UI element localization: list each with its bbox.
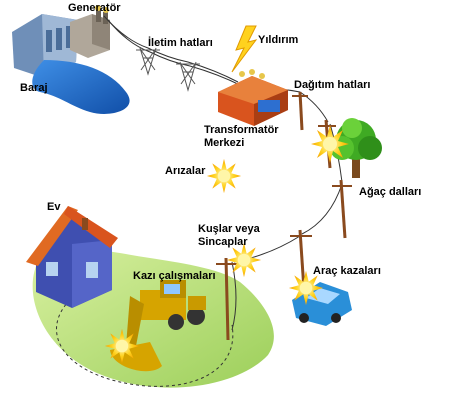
label-dam: Baraj xyxy=(20,82,48,94)
lightning-icon xyxy=(231,25,258,73)
car-icon xyxy=(292,282,352,326)
label-birds-squirrels-line2: Sincaplar xyxy=(198,236,248,248)
label-distribution-lines: Dağıtım hatları xyxy=(294,79,371,91)
power-plant-icon xyxy=(70,5,110,58)
substation-icon xyxy=(218,69,288,126)
label-birds-squirrels: Kuşlar veya Sincaplar xyxy=(198,223,260,249)
label-birds-squirrels-line1: Kuşlar veya xyxy=(198,223,260,235)
label-transformer-center: Transformatör Merkezi xyxy=(204,124,279,150)
label-lightning: Yıldırım xyxy=(258,34,299,46)
label-tree-branches: Ağaç dalları xyxy=(359,186,422,198)
house-icon xyxy=(26,206,118,308)
label-transmission-lines: İletim hatları xyxy=(148,37,213,49)
label-vehicle-accidents: Araç kazaları xyxy=(313,265,381,277)
tree-icon xyxy=(330,118,382,178)
label-transformer-center-line1: Transformatör xyxy=(204,124,279,136)
label-faults: Arızalar xyxy=(165,165,206,177)
label-excavation-work: Kazı çalışmaları xyxy=(133,270,216,282)
label-generator: Generatör xyxy=(68,2,121,14)
dam-icon xyxy=(12,14,130,114)
transmission-tower-icon xyxy=(136,47,200,92)
excavator-icon xyxy=(110,280,206,372)
label-transformer-center-line2: Merkezi xyxy=(204,137,245,149)
label-house: Ev xyxy=(47,201,61,213)
